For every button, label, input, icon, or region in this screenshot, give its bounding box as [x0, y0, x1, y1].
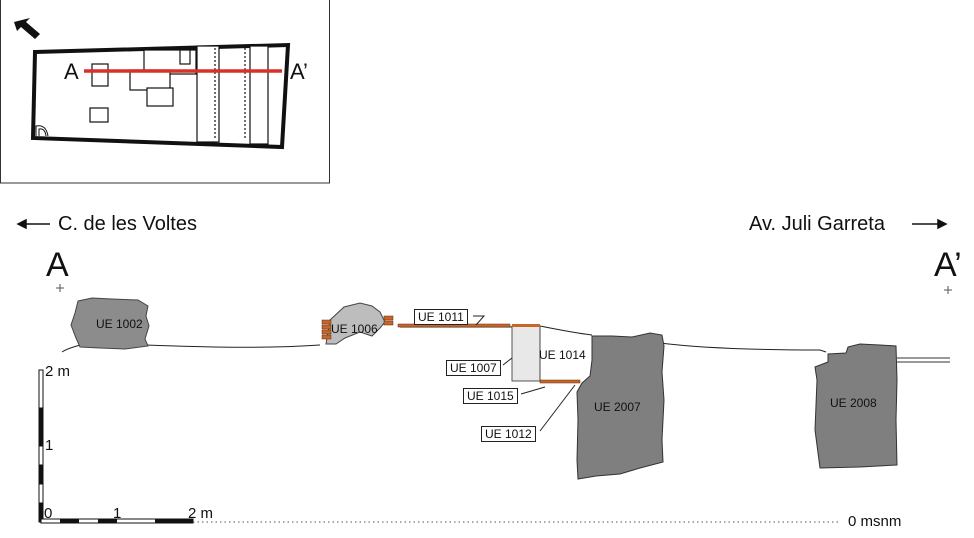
plan-features — [89, 45, 269, 145]
vertical-scale-bar — [38, 369, 44, 523]
ue-1015-layer — [539, 379, 581, 384]
section-end-letter: A’ — [934, 246, 962, 284]
ue-1015-label: UE 1015 — [463, 388, 518, 404]
ue-1002-label: UE 1002 — [96, 317, 143, 331]
scale-vertical-top: 2 m — [45, 363, 71, 380]
ue-1007-fill — [511, 325, 541, 382]
ue-1006-label: UE 1006 — [331, 322, 378, 336]
inset-end-label: A’ — [290, 59, 308, 84]
inset-frame — [0, 0, 330, 184]
ue-1006-stone — [325, 302, 386, 345]
end-crosshair — [944, 286, 952, 294]
datum-label: 0 msnm — [848, 513, 902, 530]
left-arrow-icon — [16, 218, 50, 230]
horizontal-scale-bar — [40, 518, 194, 524]
ue-1007-label: UE 1007 — [446, 360, 501, 376]
ue-2007-wall — [576, 332, 665, 480]
ue-1002-stone — [70, 297, 150, 350]
inset-start-label: A — [64, 59, 79, 84]
ue-2007-label: UE 2007 — [594, 400, 641, 414]
section-start-letter: A — [46, 246, 69, 284]
right-street-label: Av. Juli Garreta — [749, 213, 885, 235]
ue-1011-label: UE 1011 — [414, 309, 468, 325]
scale-horizontal-end: 2 m — [188, 505, 214, 522]
north-arrow-icon — [14, 18, 40, 39]
scale-horizontal-zero: 0 — [44, 505, 53, 522]
ue-1012-label: UE 1012 — [481, 426, 536, 442]
right-arrow-icon — [912, 218, 948, 230]
ground-profile — [61, 325, 827, 353]
plan-corner-symbol — [35, 125, 49, 137]
scale-horizontal-mid: 1 — [113, 505, 122, 522]
start-crosshair — [56, 284, 64, 292]
ue-1014-label: UE 1014 — [539, 348, 586, 362]
right-pipe — [897, 357, 950, 363]
ue-1007-top — [512, 324, 540, 327]
left-street-label: C. de les Voltes — [58, 213, 197, 235]
callout-leaders — [473, 315, 576, 432]
ue-2008-label: UE 2008 — [830, 396, 877, 410]
ue-1006-bricks — [321, 315, 394, 340]
scale-vertical-mid: 1 — [45, 437, 54, 454]
ue-2008-wall — [814, 343, 898, 469]
